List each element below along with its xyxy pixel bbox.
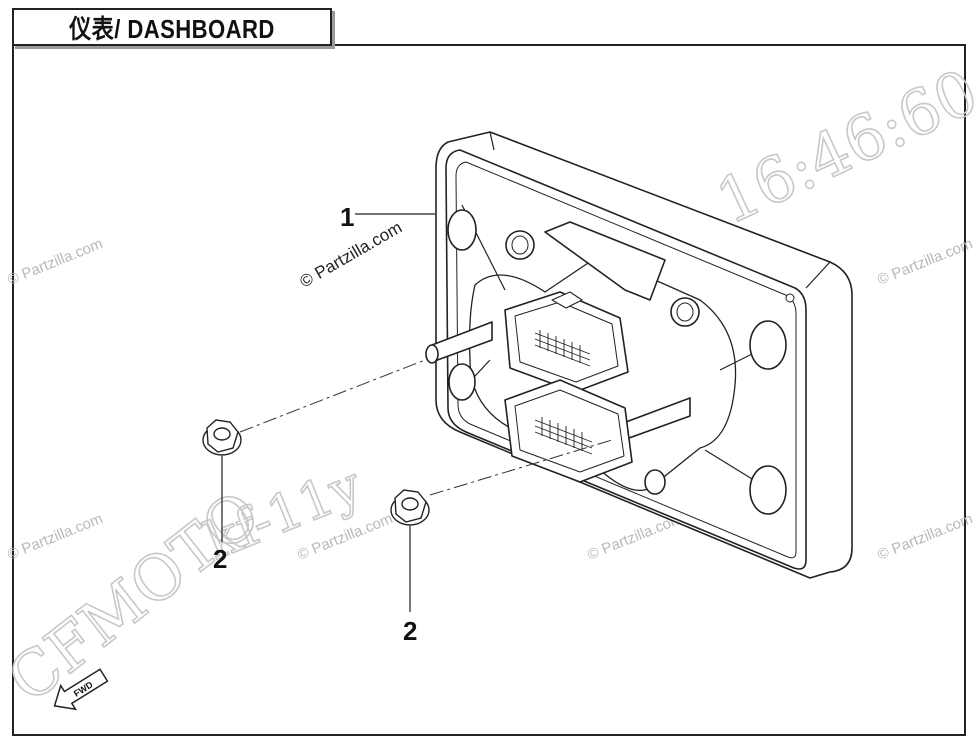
connector-pins <box>534 330 591 367</box>
leader-lines <box>221 213 435 612</box>
connector-pins <box>534 417 593 455</box>
fwd-arrow-icon: FWD <box>53 668 109 711</box>
title-box: 仪表/ DASHBOARD <box>12 8 332 46</box>
callout-2-left: 2 <box>213 544 227 574</box>
assembly-lines <box>239 359 613 496</box>
flange-nut-right <box>390 489 430 526</box>
page-title: 仪表/ DASHBOARD <box>69 13 275 44</box>
partzilla-watermark: © Partzilla.com <box>5 510 105 564</box>
flange-nut-left <box>202 419 242 456</box>
partzilla-watermark: © Partzilla.com <box>875 235 975 289</box>
dashboard-part <box>425 131 853 579</box>
partzilla-watermark: © Partzilla.com <box>875 510 975 564</box>
callout-1: 1 <box>340 202 354 232</box>
callout-2-right: 2 <box>403 616 417 646</box>
diagram-frame <box>12 44 966 736</box>
partzilla-watermark: © Partzilla.com <box>5 235 105 289</box>
timestamp-watermark: 16:46:60 <box>705 55 980 239</box>
